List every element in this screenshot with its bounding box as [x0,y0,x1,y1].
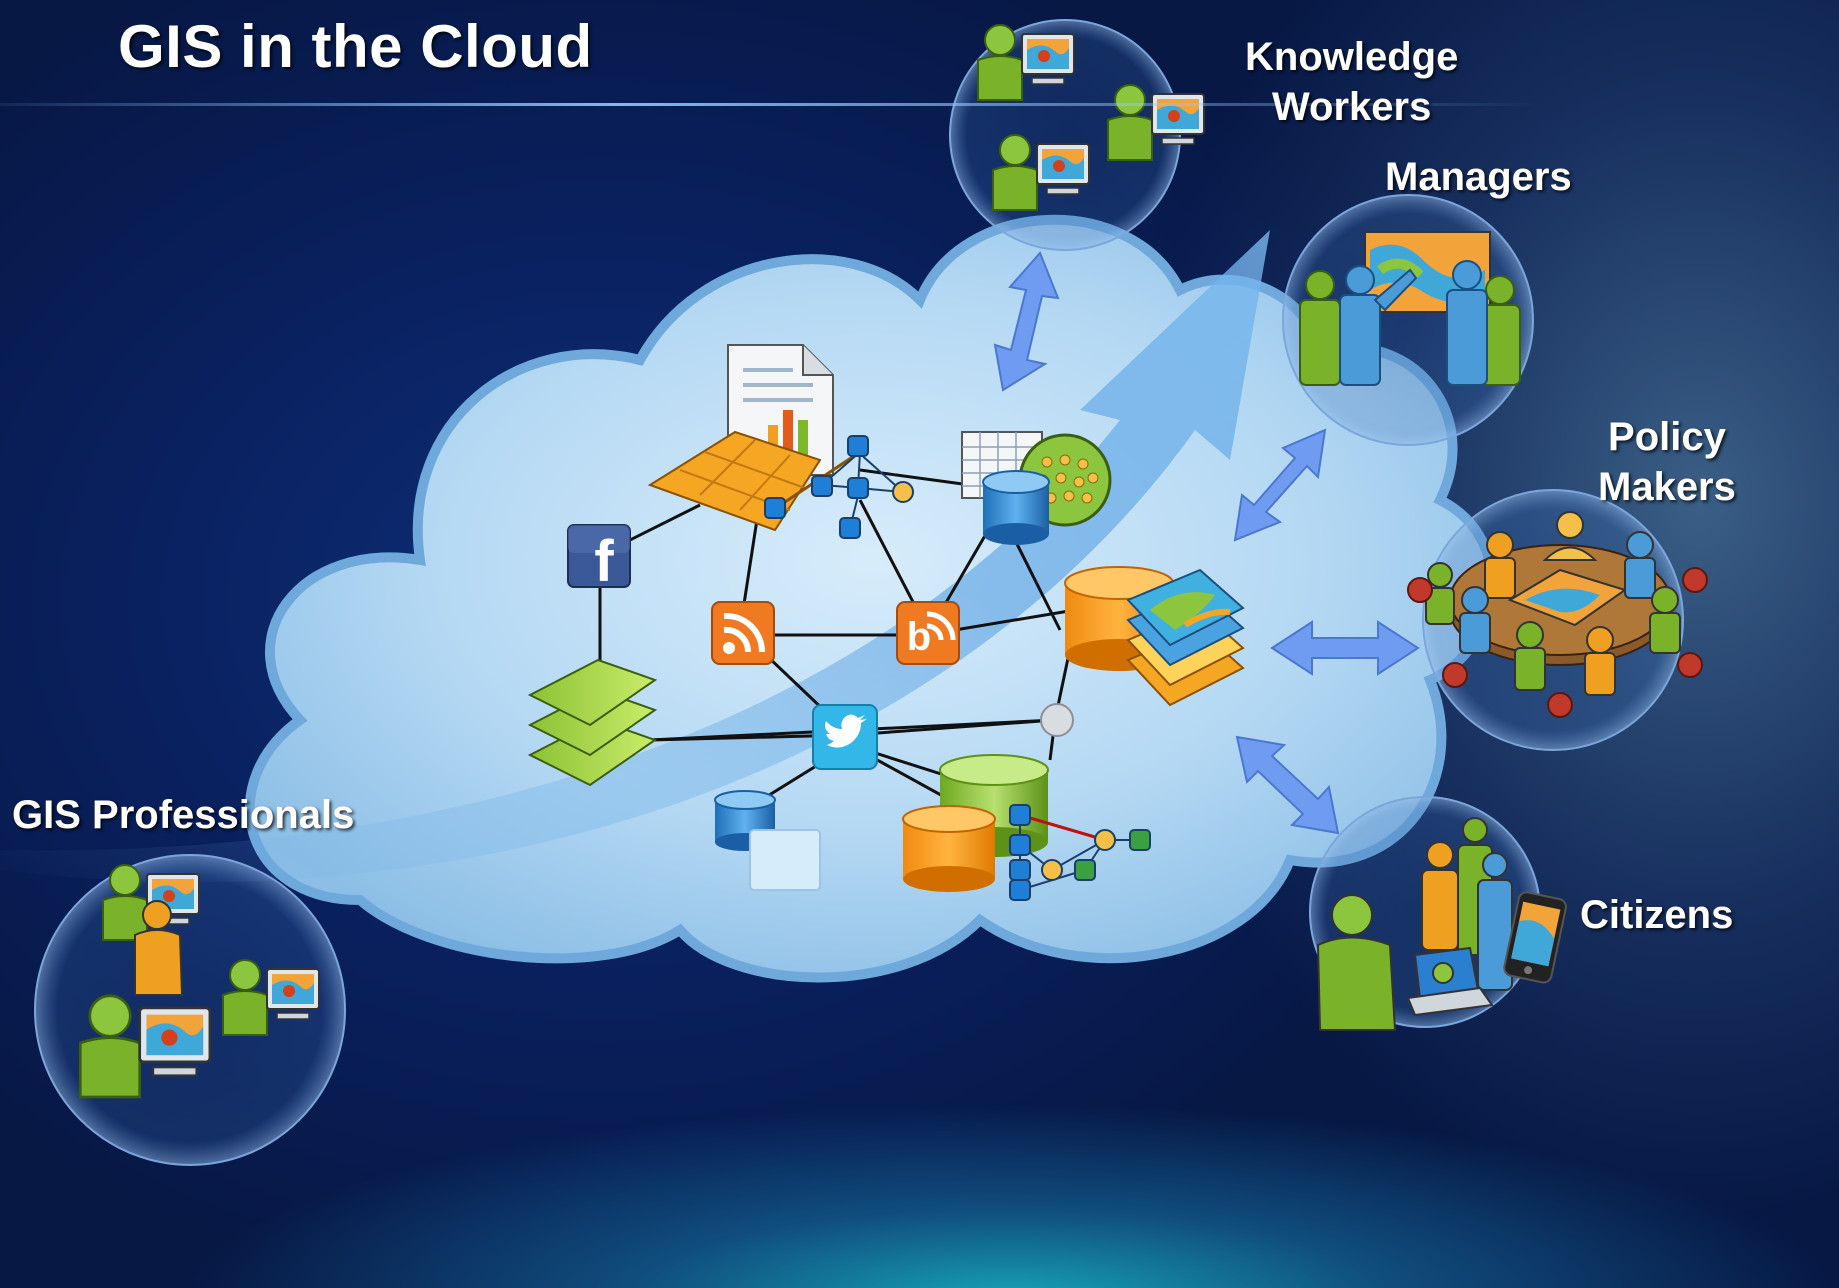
label-knowledge-workers: Knowledge Workers [1245,32,1458,132]
title-underline [0,103,1540,106]
label-managers: Managers [1385,155,1572,199]
arrow-citizens [1235,735,1340,835]
graph-nodes-icon [1009,804,1151,901]
layers-stack-icon [527,658,658,787]
arrow-policy-makers [1270,620,1420,676]
rss-icon [711,601,775,665]
arrow-managers [1233,428,1327,542]
page-title: GIS in the Cloud [118,13,593,80]
map-layers-icon [1126,568,1245,707]
facebook-icon: f [567,524,631,594]
label-citizens: Citizens [1580,893,1734,937]
managers-group [1282,194,1534,446]
policy-makers-group [1407,489,1708,751]
label-policy-makers-line1: Policy [1608,415,1726,459]
database-blue-icon [982,470,1050,545]
label-knowledge-workers-line2: Workers [1272,85,1432,129]
network-graph-icon [764,435,914,539]
label-gis-professionals: GIS Professionals [12,793,355,837]
label-knowledge-workers-line1: Knowledge [1245,35,1459,79]
network-node [1040,703,1074,737]
sweep-arrow [0,230,1270,882]
knowledge-workers-group [949,19,1204,251]
label-policy-makers: Policy Makers [1598,412,1736,512]
label-policy-makers-line2: Makers [1598,465,1736,509]
svg-text:f: f [594,529,614,594]
blog-icon: b [896,601,960,665]
citizens-group [1309,796,1567,1031]
arrow-knowledge-workers [993,251,1060,392]
blank-tile-icon [749,829,821,891]
gis-professionals-group [34,854,346,1166]
database-orange-small-icon [902,805,996,892]
svg-text:b: b [907,615,931,659]
twitter-icon [812,704,878,770]
